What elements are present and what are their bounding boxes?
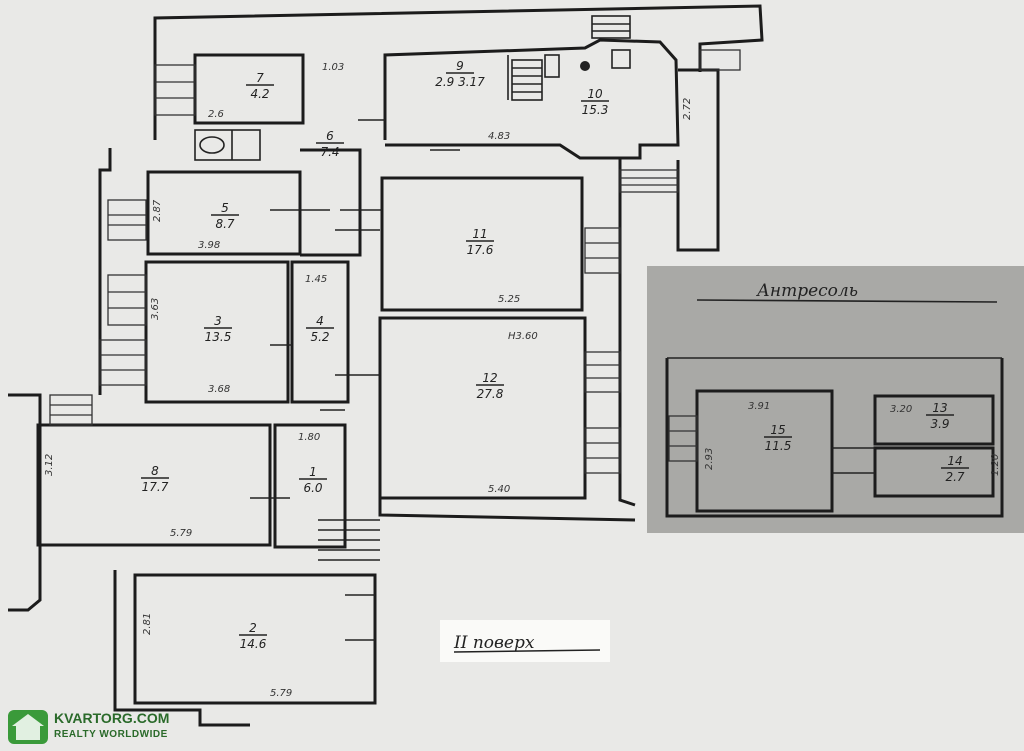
house-logo-icon xyxy=(8,710,48,744)
watermark-name: KVARTORG.COM xyxy=(54,710,170,726)
walls xyxy=(8,4,880,727)
watermark-tagline: REALTY WORLDWIDE xyxy=(54,729,168,740)
floor-label: II поверх xyxy=(453,633,535,653)
mezzanine-title: Антресоль xyxy=(756,281,858,301)
watermark: KVARTORG.COM REALTY WORLDWIDE xyxy=(8,708,184,746)
mezzanine-plan: Антресоль xyxy=(665,281,1004,518)
mezzanine-panel: Антресоль xyxy=(647,266,1024,533)
floor-label-box: II поверх xyxy=(440,620,610,662)
